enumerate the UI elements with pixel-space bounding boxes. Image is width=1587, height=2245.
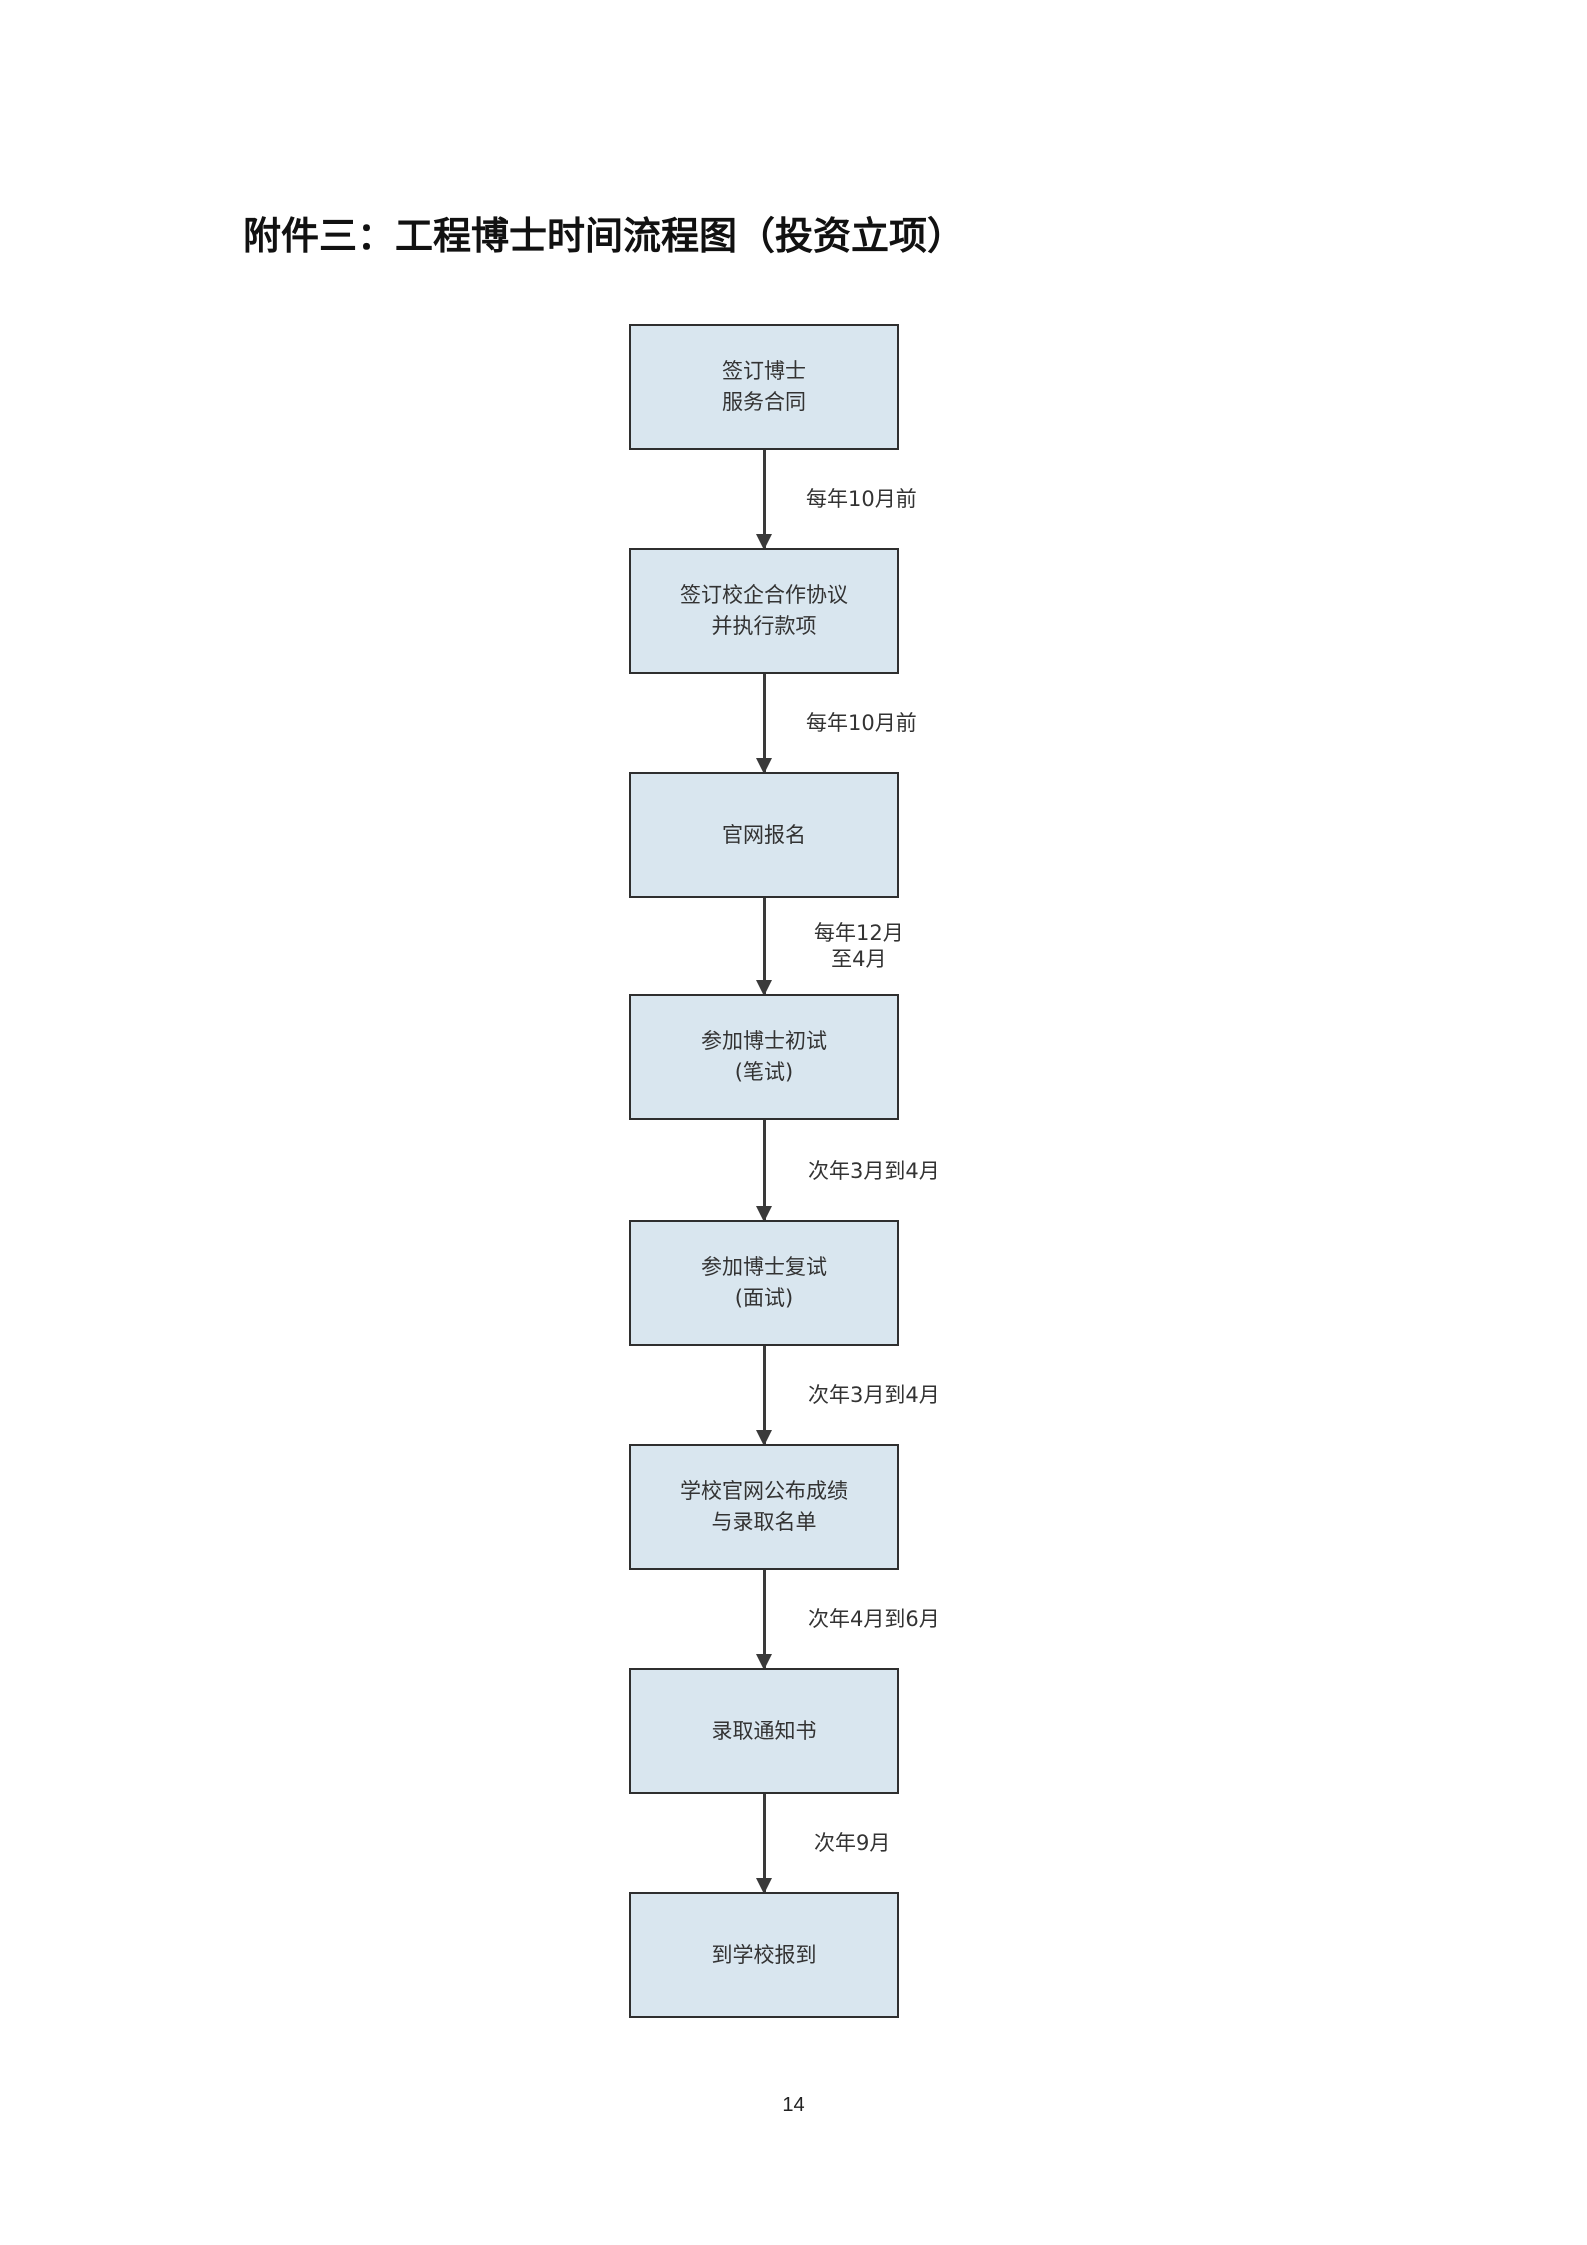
step-label: 参加博士初试 — [701, 1029, 827, 1053]
step-results-announcement: 学校官网公布成绩 与录取名单 — [629, 1444, 899, 1570]
transition-label: 每年12月至4月 — [814, 921, 904, 971]
step-label: 学校官网公布成绩 — [680, 1479, 848, 1503]
transition-label: 次年4月到6月 — [808, 1607, 940, 1631]
arrow-connector — [756, 1794, 772, 1894]
transition-label: 每年10月前 — [806, 711, 917, 735]
step-label: (笔试) — [734, 1060, 794, 1084]
transition-label: 次年3月到4月 — [808, 1383, 940, 1407]
page-number: 14 — [782, 2094, 805, 2116]
step-label: 签订校企合作协议 — [680, 583, 848, 607]
step-label: 并执行款项 — [711, 614, 817, 638]
step-label: 官网报名 — [722, 822, 806, 847]
step-sign-service-contract: 签订博士 服务合同 — [629, 324, 899, 450]
step-online-registration: 官网报名 — [629, 772, 899, 898]
step-label: (面试) — [734, 1286, 794, 1310]
step-report-to-school: 到学校报到 — [629, 1892, 899, 2018]
arrow-connector — [756, 1346, 772, 1446]
step-label: 到学校报到 — [711, 1942, 817, 1967]
arrow-connector — [756, 898, 772, 996]
step-label: 服务合同 — [722, 390, 806, 414]
step-written-exam: 参加博士初试 (笔试) — [629, 994, 899, 1120]
page-title: 附件三：工程博士时间流程图（投资立项） — [243, 213, 966, 258]
arrow-connector — [756, 674, 772, 774]
step-label: 与录取名单 — [711, 1510, 817, 1534]
step-interview: 参加博士复试 (面试) — [629, 1220, 899, 1346]
step-sign-cooperation-agreement: 签订校企合作协议 并执行款项 — [629, 548, 899, 674]
transition-label: 次年9月 — [814, 1831, 891, 1855]
arrow-connector — [756, 1570, 772, 1670]
arrow-connector — [756, 450, 772, 550]
transition-label: 每年10月前 — [806, 487, 917, 511]
step-admission-notice: 录取通知书 — [629, 1668, 899, 1794]
step-label: 签订博士 — [722, 359, 806, 383]
transition-label: 次年3月到4月 — [808, 1159, 940, 1183]
step-label: 录取通知书 — [711, 1718, 817, 1743]
step-label: 参加博士复试 — [701, 1255, 827, 1279]
arrow-connector — [756, 1120, 772, 1222]
